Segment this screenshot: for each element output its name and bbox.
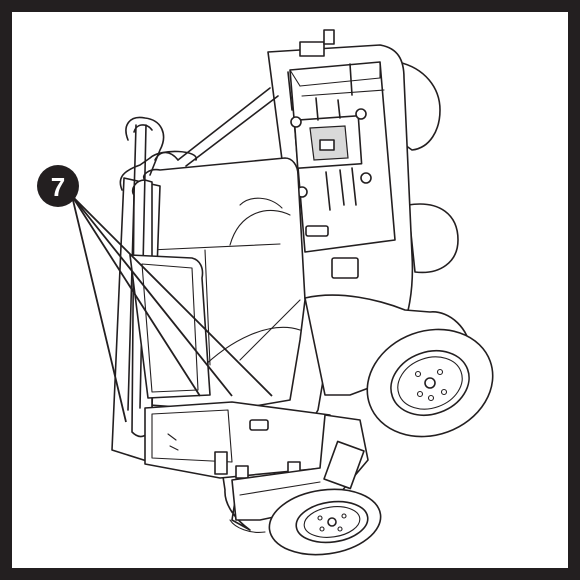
reflector <box>305 225 329 237</box>
hinge <box>323 29 335 45</box>
door-window <box>151 409 233 463</box>
callout-leaders <box>71 195 273 423</box>
tail-light <box>331 257 359 279</box>
callout-badge: 7 <box>37 165 79 207</box>
side-marker <box>323 440 365 490</box>
plate-light <box>319 139 335 151</box>
callout-number: 7 <box>51 172 65 202</box>
bolt <box>360 172 372 184</box>
door-hinge <box>235 465 249 479</box>
bolt <box>290 116 302 128</box>
callout-circle <box>37 165 79 207</box>
door-hinge <box>214 451 228 475</box>
bolt <box>355 108 367 120</box>
spare-tire <box>407 203 459 274</box>
rear-wheel-upper <box>397 61 441 151</box>
door-handle <box>249 419 269 431</box>
hinge <box>299 41 325 57</box>
